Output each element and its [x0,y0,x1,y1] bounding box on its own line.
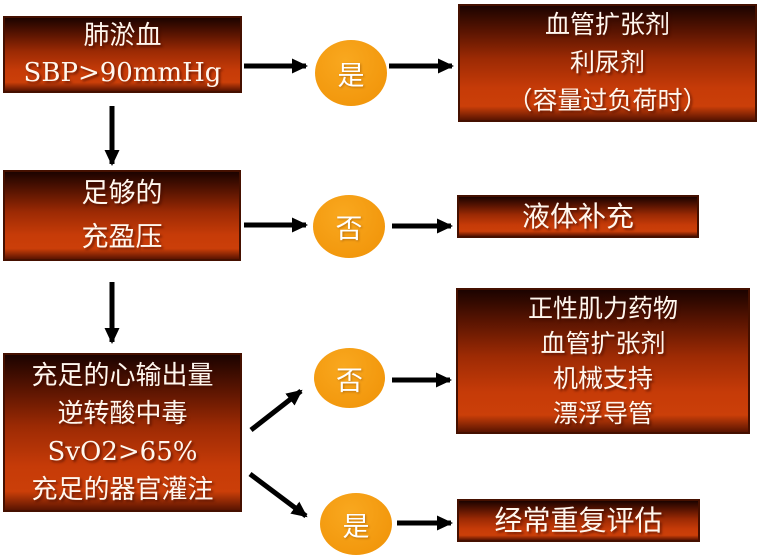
node-line: 机械支持 [552,364,653,393]
node-line: 充盈压 [81,221,163,253]
node-fluid-replacement: 液体补充 [457,195,699,238]
decision-no-mid: 否 [313,195,385,258]
node-line: 充足的器官灌注 [31,474,214,505]
node-line: 充足的心输出量 [31,360,214,391]
node-line: 逆转酸中毒 [57,398,188,429]
decision-no-low: 否 [314,348,385,408]
decision-label: 否 [336,365,363,397]
node-line: SBP>90mmHg [23,57,222,88]
decision-label: 否 [335,214,363,245]
decision-yes-top: 是 [315,40,387,106]
node-pulmonary-congestion: 肺淤血 SBP>90mmHg [3,16,242,93]
node-line: 足够的 [81,177,163,209]
arrow-output-to-yes [248,472,308,518]
node-line: 肺淤血 [83,20,162,51]
node-frequent-reassessment: 经常重复评估 [457,499,700,542]
node-adequate-cardiac-output: 充足的心输出量 逆转酸中毒 SvO2>65% 充足的器官灌注 [3,353,242,512]
decision-yes-low: 是 [320,493,392,555]
node-line: 正性肌力药物 [527,294,678,323]
arrow-output-to-no [249,389,303,432]
node-line: 液体补充 [521,200,634,233]
node-line: 经常重复评估 [494,504,663,537]
node-line: 漂浮导管 [552,399,653,428]
node-line: 利尿剂 [569,48,645,77]
node-line: SvO2>65% [47,436,198,467]
node-line: （容量过负荷时） [507,86,708,115]
node-adequate-filling-pressure: 足够的 充盈压 [3,170,241,261]
node-vasodilator-diuretic: 血管扩张剂 利尿剂 （容量过负荷时） [458,4,757,122]
node-inotropes-support: 正性肌力药物 血管扩张剂 机械支持 漂浮导管 [456,288,750,434]
node-line: 血管扩张剂 [544,10,670,39]
decision-label: 是 [342,511,370,543]
node-line: 血管扩张剂 [540,329,666,358]
decision-label: 是 [337,60,365,92]
